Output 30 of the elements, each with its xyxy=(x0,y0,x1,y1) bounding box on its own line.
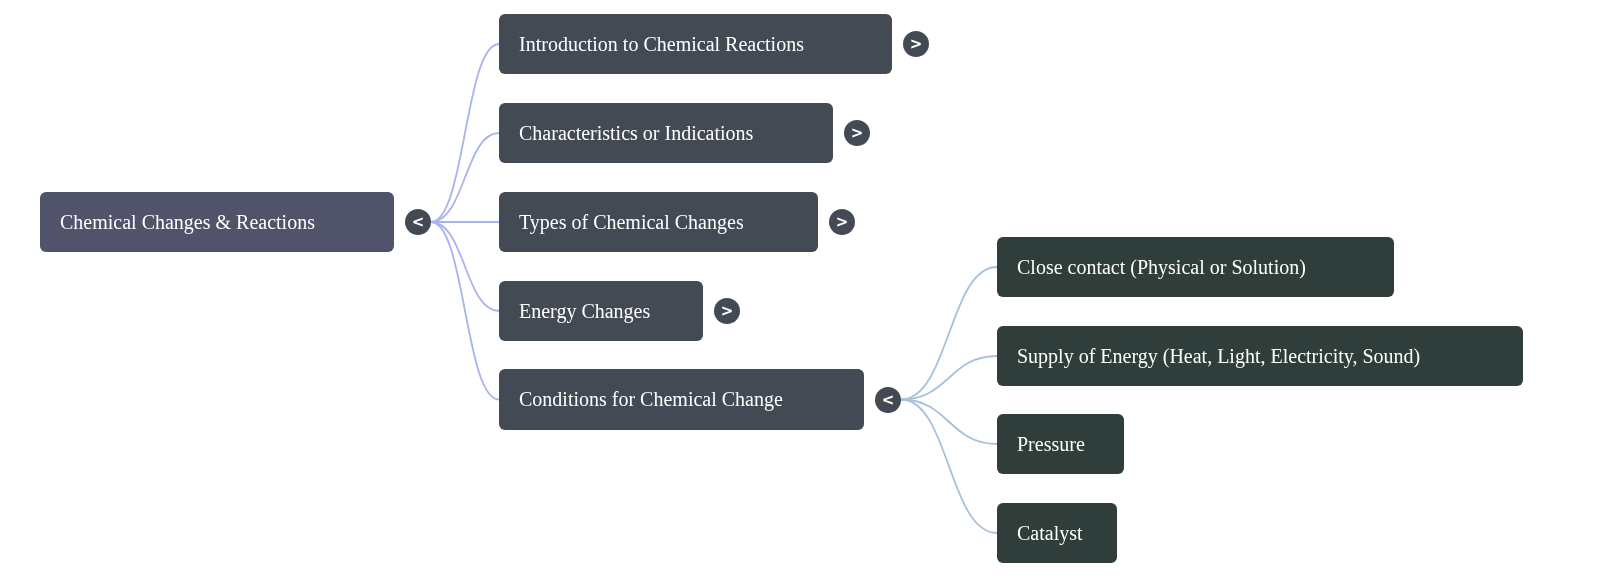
topic-label: Catalyst xyxy=(1017,521,1083,545)
topic-label: Types of Chemical Changes xyxy=(519,210,744,234)
connector-line xyxy=(900,355,998,401)
toggle-button: > xyxy=(829,209,855,235)
toggle-button: < xyxy=(875,386,901,413)
topic-label: Close contact (Physical or Solution) xyxy=(1017,255,1306,279)
toggle-button: > xyxy=(844,120,870,146)
connector-line xyxy=(900,398,998,534)
topic-box xyxy=(499,369,864,430)
topic-box xyxy=(997,237,1394,297)
topic-label: Supply of Energy (Heat, Light, Electricity, Sound) xyxy=(1017,344,1421,368)
topic-label: Conditions for Chemical Change xyxy=(519,388,783,411)
toggle-button: > xyxy=(903,31,929,57)
topic-label: Pressure xyxy=(1017,432,1085,456)
topic-box xyxy=(499,281,703,341)
connector-line xyxy=(900,266,998,401)
topic-box xyxy=(40,192,394,252)
topic-box xyxy=(997,326,1523,386)
topic-box xyxy=(997,414,1124,474)
topic-label: Chemical Changes & Reactions xyxy=(60,210,315,234)
topic-label: Introduction to Chemical Reactions xyxy=(519,32,804,56)
topic-box xyxy=(499,14,892,74)
topic-label: Energy Changes xyxy=(519,299,651,323)
topic-box xyxy=(499,103,833,163)
toggle-button: > xyxy=(714,298,740,324)
toggle-button: < xyxy=(405,209,431,235)
topic-box xyxy=(499,192,818,252)
topic-box xyxy=(997,503,1117,563)
topic-label: Characteristics or Indications xyxy=(519,121,754,145)
connector-line xyxy=(430,221,500,401)
